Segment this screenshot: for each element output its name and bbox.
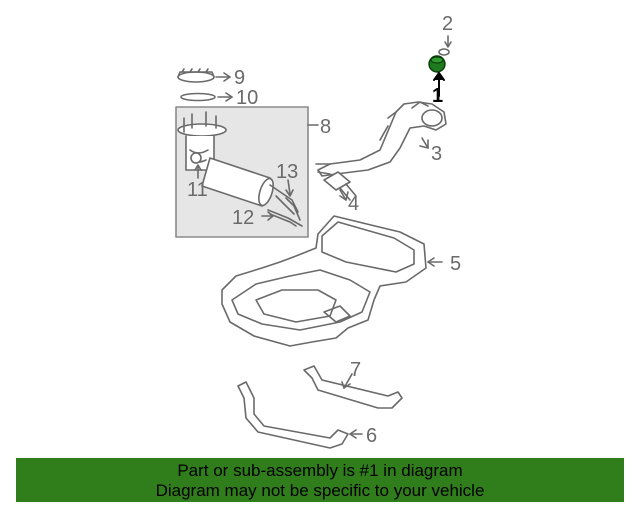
callout-5: 5 xyxy=(450,253,461,275)
callout-9: 9 xyxy=(234,67,245,89)
tank-strap-upper-part xyxy=(303,365,403,409)
callout-1: 1 xyxy=(432,85,443,107)
callout-12: 12 xyxy=(232,207,254,229)
callout-2: 2 xyxy=(442,13,453,35)
filler-tube-part xyxy=(315,101,447,177)
lock-ring-part xyxy=(177,68,231,83)
hose-part xyxy=(323,171,357,201)
callout-6: 6 xyxy=(366,425,377,447)
tether-part xyxy=(438,35,452,56)
callout-13: 13 xyxy=(276,161,298,183)
callout-7: 7 xyxy=(350,359,361,381)
parts-diagram: 1 2 3 4 5 6 7 8 9 10 11 12 13 xyxy=(175,13,461,449)
banner-line-1: Part or sub-assembly is #1 in diagram xyxy=(177,461,463,480)
module-leader-lines xyxy=(194,164,294,221)
callout-3: 3 xyxy=(431,143,442,165)
banner-line-2: Diagram may not be specific to your vehi… xyxy=(155,481,485,500)
callout-4: 4 xyxy=(348,193,359,215)
fuel-tank-part xyxy=(221,215,443,347)
tank-strap-lower-part xyxy=(237,381,363,449)
gasket-part xyxy=(180,92,233,102)
callout-11: 11 xyxy=(187,179,208,201)
fuel-cap-part xyxy=(428,55,446,97)
callout-10: 10 xyxy=(236,87,258,109)
info-banner: Part or sub-assembly is #1 in diagram Di… xyxy=(16,458,624,502)
callout-8: 8 xyxy=(320,116,331,138)
